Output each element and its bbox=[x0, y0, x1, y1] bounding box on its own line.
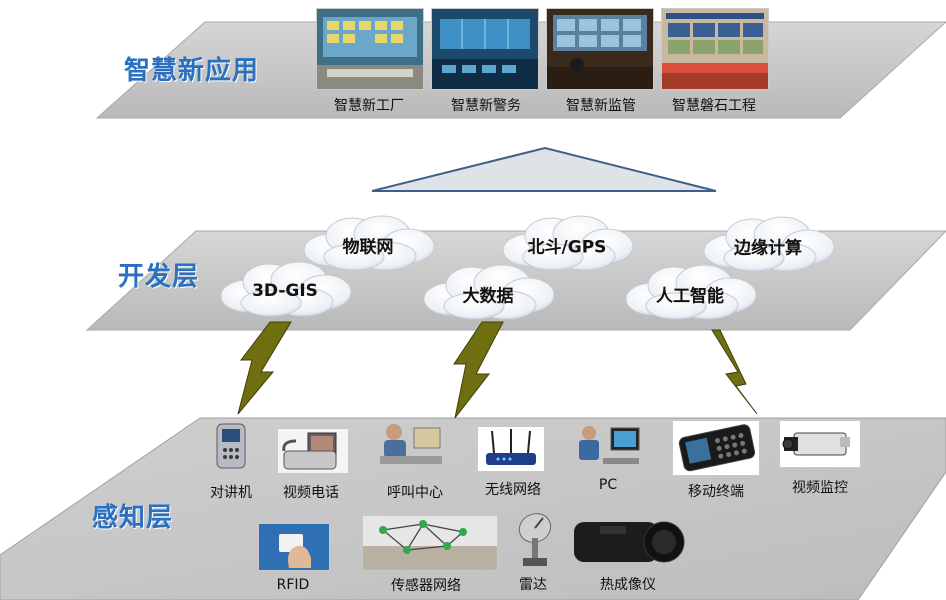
caption-smart-police: 智慧新警务 bbox=[451, 98, 521, 114]
sensor-network-image bbox=[362, 515, 498, 571]
caption-smart-panshi: 智慧磐石工程 bbox=[672, 98, 756, 114]
upward-triangle bbox=[371, 146, 717, 192]
caption-sensor-network: 传感器网络 bbox=[391, 578, 461, 594]
application-layer-title: 智慧新应用 bbox=[124, 56, 260, 86]
thermal-imager-image bbox=[570, 512, 688, 570]
caption-mobile-terminal: 移动终端 bbox=[688, 484, 744, 500]
caption-pc: PC bbox=[598, 477, 618, 493]
smart-police-image bbox=[431, 8, 539, 90]
cloud-label-3dgis: 3D-GIS bbox=[252, 281, 318, 301]
call-center-image bbox=[378, 420, 444, 470]
lightning-bolt-left bbox=[237, 321, 292, 415]
caption-rfid: RFID bbox=[276, 577, 310, 593]
perception-layer-title: 感知层 bbox=[92, 503, 174, 533]
caption-video-surveillance: 视频监控 bbox=[792, 480, 848, 496]
radar-image bbox=[513, 508, 557, 570]
cloud-label-ai: 人工智能 bbox=[656, 286, 724, 307]
cloud-label-edge: 边缘计算 bbox=[734, 238, 802, 259]
walkie-talkie-image bbox=[213, 422, 249, 470]
cloud-label-bigdata: 大数据 bbox=[462, 286, 514, 307]
wireless-router-image bbox=[477, 426, 545, 472]
development-layer-title: 开发层 bbox=[118, 262, 200, 292]
caption-thermal-imager: 热成像仪 bbox=[600, 577, 656, 593]
caption-walkie-talkie: 对讲机 bbox=[210, 485, 252, 501]
lightning-bolt-right bbox=[711, 329, 758, 415]
smart-supervision-image bbox=[546, 8, 654, 90]
smart-panshi-image bbox=[661, 8, 769, 90]
rfid-image bbox=[258, 523, 330, 571]
smart-factory-image bbox=[316, 8, 424, 90]
cloud-label-beidou: 北斗/GPS bbox=[527, 237, 607, 258]
pc-image bbox=[573, 424, 643, 470]
mobile-terminal-image bbox=[672, 420, 760, 476]
caption-call-center: 呼叫中心 bbox=[387, 485, 443, 501]
lightning-bolt-middle bbox=[453, 321, 504, 419]
caption-wireless-network: 无线网络 bbox=[485, 482, 541, 498]
cloud-label-iot: 物联网 bbox=[342, 237, 394, 258]
caption-video-phone: 视频电话 bbox=[283, 485, 339, 501]
caption-smart-supervision: 智慧新监管 bbox=[566, 98, 636, 114]
caption-radar: 雷达 bbox=[519, 577, 547, 593]
video-surveillance-image bbox=[779, 420, 861, 468]
caption-smart-factory: 智慧新工厂 bbox=[334, 98, 404, 114]
video-phone-image bbox=[277, 428, 349, 474]
